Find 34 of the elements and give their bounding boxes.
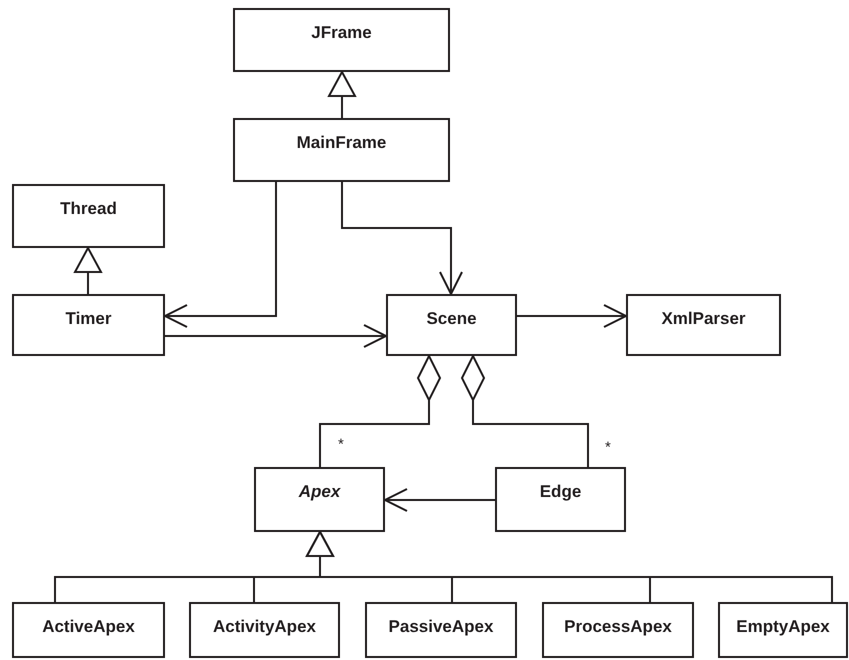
connector-arrow (517, 304, 627, 328)
class-name: MainFrame (296, 133, 386, 153)
class-box (254, 467, 385, 532)
class-name: Apex (298, 482, 340, 502)
class-box (626, 294, 781, 356)
class-box (495, 467, 626, 532)
class-box (12, 184, 165, 248)
class-name: EmptyApex (736, 617, 830, 637)
class-name: JFrame (311, 23, 372, 43)
class-name: ActiveApex (42, 617, 135, 637)
connector-arrow (165, 324, 387, 348)
class-box (386, 294, 517, 356)
class-box (233, 8, 450, 72)
class-box (542, 602, 694, 658)
class-box (12, 602, 165, 658)
class-box (233, 118, 450, 182)
connector-arrow (164, 182, 277, 328)
connector-arrow (341, 182, 463, 295)
connector-arrow (74, 247, 102, 294)
class-name: PassiveApex (388, 617, 494, 637)
class-name: XmlParser (661, 309, 746, 329)
connector-arrow (306, 531, 833, 602)
class-box (189, 602, 340, 658)
class-box (718, 602, 848, 658)
class-name: Thread (60, 199, 117, 219)
class-name: Timer (66, 309, 112, 329)
class-name: Edge (540, 482, 582, 502)
connector-arrow (384, 488, 495, 512)
class-box (365, 602, 517, 658)
class-box (12, 294, 165, 356)
class-name: ProcessApex (564, 617, 672, 637)
class-name: Scene (426, 309, 477, 329)
class-name: ActivityApex (213, 617, 316, 637)
connector-arrow (328, 71, 356, 118)
